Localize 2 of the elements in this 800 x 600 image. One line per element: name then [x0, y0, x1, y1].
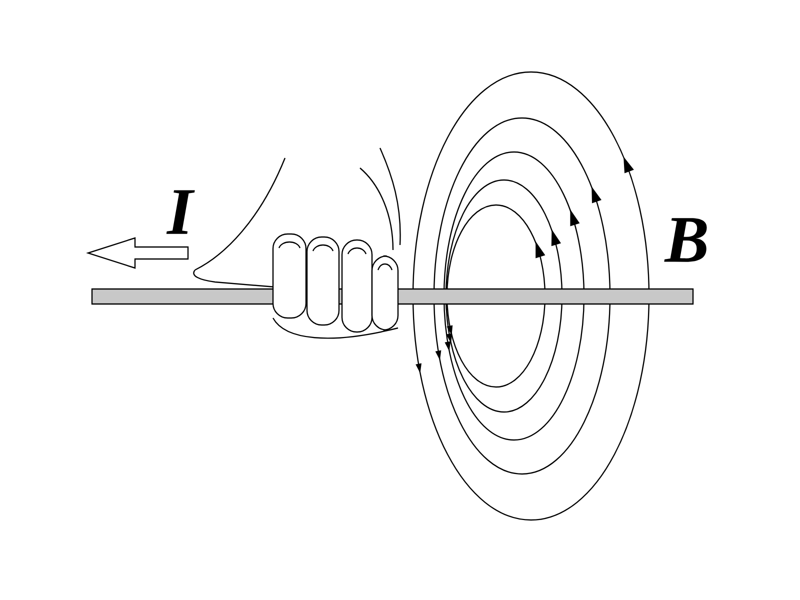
field-label: B: [664, 218, 707, 262]
current-label: I: [166, 190, 195, 234]
